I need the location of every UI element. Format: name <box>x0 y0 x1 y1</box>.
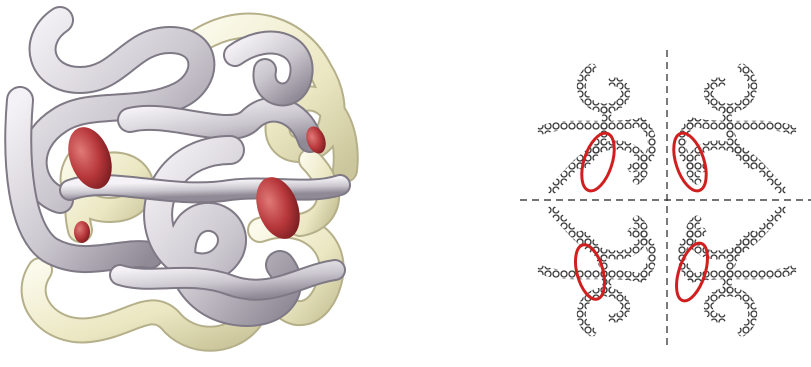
helix-model-illustration <box>512 50 811 350</box>
coil-subunit-bottom-right <box>682 210 792 332</box>
tube-model-illustration <box>0 0 360 367</box>
coil-subunit-top-right <box>682 68 792 190</box>
tube-model-panel <box>0 0 360 367</box>
heme-disc <box>74 221 90 243</box>
helix-model-panel <box>512 50 811 350</box>
coil-subunit-top-left <box>542 68 652 190</box>
coil-subunit-bottom-left <box>542 210 652 332</box>
